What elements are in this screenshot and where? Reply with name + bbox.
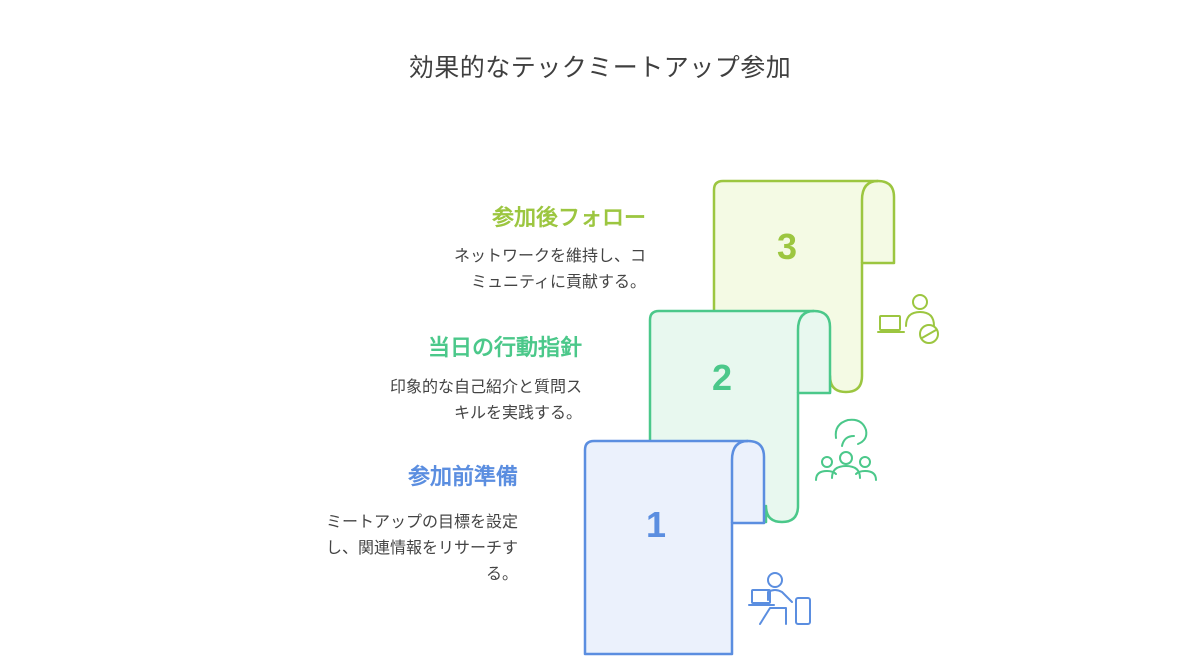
step-2-number: 2 [712,357,732,398]
step-1-description: ミートアップの目標を設定 し、関連情報をリサーチす る。 [325,512,518,583]
step-3-number: 3 [777,226,797,267]
step-1-title: 参加前準備 [407,465,518,490]
step-3-description: ネットワークを維持し、コ ミュニティに貢献する。 [453,246,646,291]
page-title: 効果的なテックミートアップ参加 [408,53,792,82]
step-2-description: 印象的な自己紹介と質問ス キルを実践する。 [389,377,582,422]
person-with-laptop-icon [748,572,811,625]
group-conversation-icon [815,418,877,481]
step-1-number: 1 [646,504,666,545]
step-2-title: 当日の行動指針 [427,336,582,361]
step-3-title: 参加後フォロー [491,206,646,231]
step-1-scroll [583,439,766,656]
person-networking-icon [877,294,939,344]
